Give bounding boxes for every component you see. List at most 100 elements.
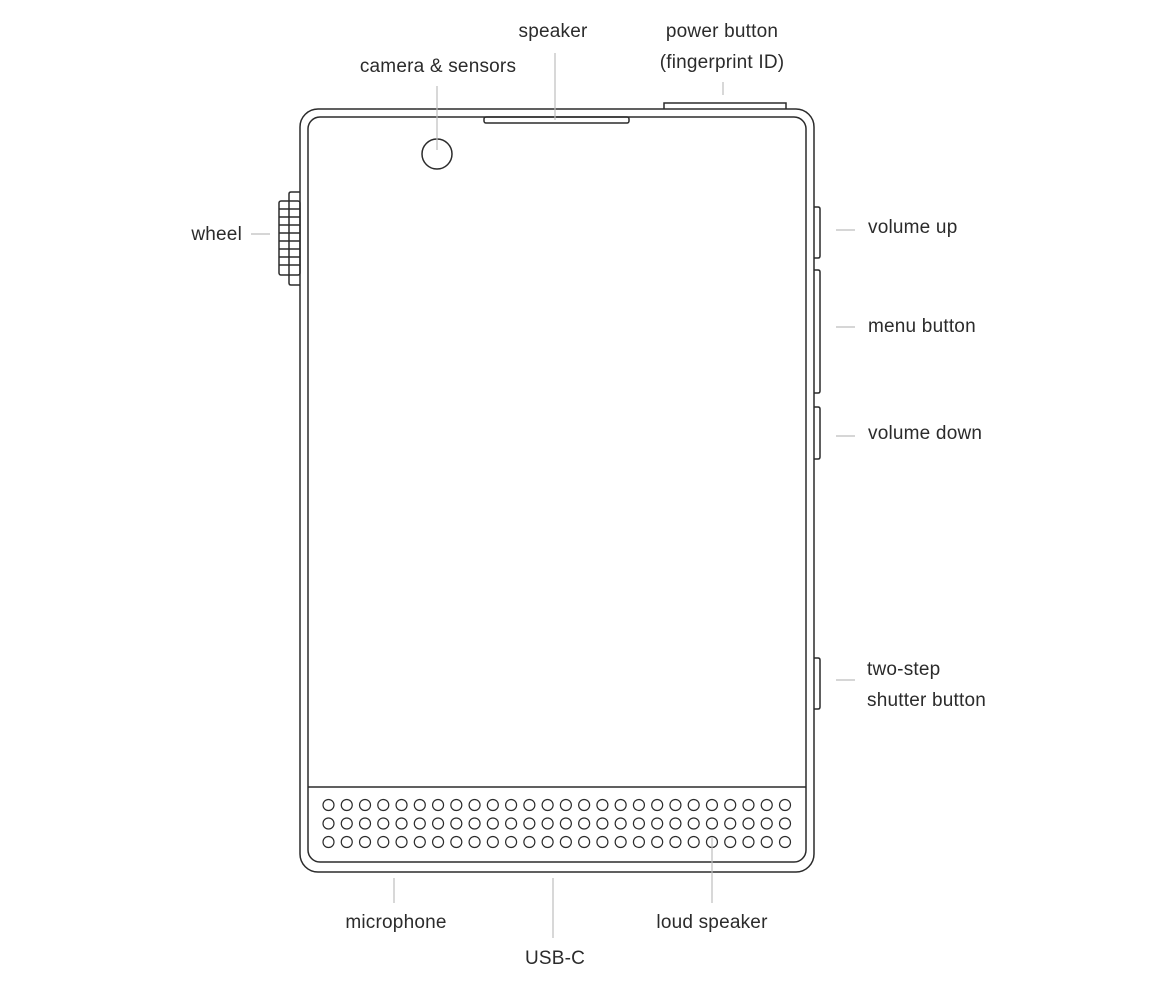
grille-hole (541, 835, 554, 849)
grille-hole (669, 835, 682, 849)
grille-hole (468, 798, 481, 812)
grille-hole (651, 817, 664, 830)
grille-hole (358, 835, 372, 849)
grille-hole (486, 798, 499, 812)
grille-hole (322, 817, 335, 830)
grille-hole (505, 798, 518, 812)
grille-hole (559, 817, 572, 830)
grille-hole (669, 817, 682, 830)
grille-hole (632, 817, 646, 830)
grille-hole (742, 835, 755, 849)
label-power-button-line1: power button (665, 21, 779, 42)
loud-speaker-grille (322, 798, 792, 849)
grille-hole (505, 835, 518, 849)
grille-hole (742, 817, 755, 830)
grille-hole (559, 798, 572, 812)
shutter-button (814, 657, 821, 710)
grille-hole (705, 817, 719, 830)
volume-up-button (814, 206, 821, 259)
grille-hole (596, 835, 609, 849)
grille-hole (377, 817, 390, 830)
label-shutter-line1: two-step (867, 659, 941, 680)
grille-hole (431, 835, 445, 849)
grille-hole (468, 817, 481, 830)
grille-hole (742, 798, 755, 812)
grille-hole (358, 798, 372, 812)
grille-hole (431, 817, 445, 830)
grille-hole (724, 798, 737, 812)
grille-hole (377, 798, 390, 812)
grille-hole (413, 817, 426, 830)
grille-hole (578, 835, 591, 849)
grille-hole (578, 817, 591, 830)
volume-down-button (814, 406, 821, 460)
grille-hole (486, 817, 499, 830)
grille-hole (651, 835, 664, 849)
grille-hole (632, 798, 646, 812)
grille-hole (541, 817, 554, 830)
grille-hole (322, 798, 335, 812)
grille-hole (614, 835, 627, 849)
label-menu-button: menu button (868, 316, 976, 337)
grille-hole (377, 835, 390, 849)
grille-hole (760, 817, 773, 830)
label-wheel: wheel (191, 224, 242, 245)
grille-hole (705, 798, 719, 812)
grille-hole (724, 817, 737, 830)
grille-hole (687, 798, 700, 812)
grille-hole (395, 817, 408, 830)
grille-hole (596, 798, 609, 812)
grille-hole (413, 835, 426, 849)
grille-hole (614, 817, 627, 830)
grille-hole (541, 798, 554, 812)
grille-hole (340, 798, 353, 812)
grille-hole (578, 798, 591, 812)
grille-hole (358, 817, 372, 830)
label-usb-c: USB-C (524, 948, 586, 969)
label-volume-down: volume down (868, 423, 983, 444)
grille-hole (724, 835, 737, 849)
grille-hole (614, 798, 627, 812)
label-microphone: microphone (345, 912, 447, 933)
grille-hole (651, 798, 664, 812)
grille-hole (687, 835, 700, 849)
grille-hole (632, 835, 646, 849)
grille-hole (505, 817, 518, 830)
earpiece-speaker (483, 116, 630, 124)
grille-hole (523, 798, 536, 812)
label-shutter-button: two-step shutter button (867, 654, 986, 716)
label-camera-sensors: camera & sensors (359, 56, 517, 77)
phone-screen-bezel (307, 116, 807, 863)
grille-hole (669, 798, 682, 812)
grille-hole (778, 798, 792, 812)
grille-hole (523, 817, 536, 830)
grille-hole (778, 835, 792, 849)
grille-hole (450, 817, 463, 830)
label-shutter-line2: shutter button (867, 690, 986, 711)
label-speaker: speaker (518, 21, 588, 42)
grille-hole (395, 835, 408, 849)
grille-hole (559, 835, 572, 849)
label-loud-speaker: loud speaker (656, 912, 768, 933)
grille-hole (760, 798, 773, 812)
power-button (663, 102, 787, 109)
grille-hole (778, 817, 792, 830)
grille-hole (687, 817, 700, 830)
grille-hole (468, 835, 481, 849)
label-power-button: power button (fingerprint ID) (660, 16, 785, 78)
wheel-assembly (278, 191, 301, 286)
grille-hole (760, 835, 773, 849)
phone-body (299, 108, 815, 873)
grille-hole (450, 798, 463, 812)
label-volume-up: volume up (868, 217, 958, 238)
menu-side-button (814, 269, 821, 394)
grille-hole (523, 835, 536, 849)
grille-hole (450, 835, 463, 849)
label-power-button-line2: (fingerprint ID) (659, 52, 785, 73)
grille-hole (322, 835, 335, 849)
grille-hole (395, 798, 408, 812)
grille-hole (340, 817, 353, 830)
grille-hole (413, 798, 426, 812)
